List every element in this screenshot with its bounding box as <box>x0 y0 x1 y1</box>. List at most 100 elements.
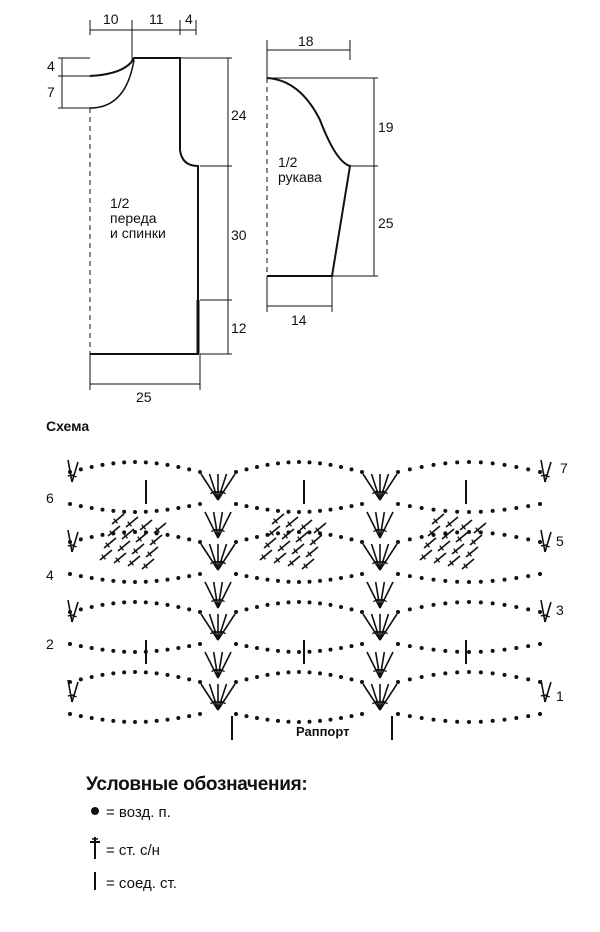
chain-dot <box>234 610 238 614</box>
double-crochet-bar <box>141 524 147 530</box>
double-crochet <box>366 651 381 679</box>
chain-dot <box>455 600 460 605</box>
double-crochet <box>379 543 390 571</box>
double-crochet <box>217 581 232 609</box>
chain-dot <box>176 576 181 580</box>
double-crochet <box>135 531 149 543</box>
double-crochet-bar <box>301 524 307 530</box>
double-crochet <box>469 534 483 546</box>
double-crochet <box>379 511 394 539</box>
chain-dot <box>396 680 400 684</box>
double-crochet <box>145 546 159 558</box>
chain-dot <box>255 535 259 539</box>
double-crochet-bar <box>382 560 388 565</box>
chain-dot <box>187 714 192 719</box>
double-crochet-bar <box>123 533 129 539</box>
double-crochet <box>366 581 381 609</box>
double-crochet-bar <box>129 560 135 566</box>
double-crochet-bar <box>307 551 313 557</box>
chain-dot <box>349 504 354 509</box>
chain-dot <box>154 508 159 513</box>
double-crochet-bar <box>155 527 161 533</box>
double-crochet <box>139 519 153 531</box>
chain-dot <box>502 462 507 467</box>
double-crochet <box>451 543 465 555</box>
chain-dot <box>244 607 249 612</box>
chain-dot <box>234 572 238 576</box>
row-number-2: 2 <box>46 636 54 652</box>
chain-dot <box>396 470 400 474</box>
double-crochet <box>111 513 125 525</box>
double-crochet-bar <box>113 518 119 524</box>
chain-dot <box>276 461 280 466</box>
chain-dot <box>307 670 312 675</box>
chain-dot <box>339 576 343 580</box>
double-crochet-bar <box>220 490 226 495</box>
chain-dot <box>143 579 148 584</box>
chain-dot <box>419 506 424 510</box>
double-crochet-bar <box>543 474 550 478</box>
chain-dot <box>455 530 460 535</box>
chain-dot <box>360 642 364 646</box>
chain-dot <box>318 461 322 466</box>
double-crochet <box>433 552 447 564</box>
row-number-5: 5 <box>556 533 564 549</box>
chain-dot <box>318 601 322 606</box>
chain-dot <box>286 579 291 584</box>
double-crochet-bar <box>433 518 439 524</box>
chain-dot <box>349 644 354 649</box>
chain-dot <box>89 506 94 510</box>
chain-dot <box>187 574 192 579</box>
double-crochet <box>217 543 228 571</box>
double-crochet <box>71 531 79 553</box>
chain-dot <box>165 717 170 722</box>
double-crochet <box>362 613 381 641</box>
double-crochet <box>287 555 301 567</box>
chain-dot <box>339 465 343 469</box>
chain-dot <box>419 675 424 679</box>
double-crochet <box>67 529 73 553</box>
chain-dot <box>122 460 127 465</box>
double-crochet <box>281 528 295 540</box>
chain-dot <box>122 649 127 654</box>
double-crochet <box>427 525 441 537</box>
chain-dot <box>431 462 436 467</box>
chain-dot <box>244 714 249 719</box>
chain-dot <box>407 644 412 649</box>
double-crochet <box>113 552 127 564</box>
double-crochet <box>544 461 552 483</box>
chain-dot <box>318 508 322 513</box>
chart-title: Схема <box>46 418 90 434</box>
chain-dot <box>297 650 301 654</box>
double-crochet-bar <box>109 530 115 536</box>
chain-dot <box>297 510 301 514</box>
chain-dot <box>538 610 542 614</box>
chain-dot <box>514 506 519 510</box>
chain-dot <box>255 465 259 469</box>
chain-dot <box>431 507 436 512</box>
double-crochet-bar <box>127 521 133 527</box>
double-crochet <box>437 540 451 552</box>
double-crochet <box>540 599 546 623</box>
double-crochet <box>212 651 219 679</box>
chain-dot <box>490 718 495 723</box>
double-crochet-bar <box>137 536 143 542</box>
double-crochet <box>379 473 398 501</box>
chain-dot <box>198 572 202 576</box>
chain-dot <box>133 600 137 604</box>
chain-dot <box>360 680 364 684</box>
row-number-1: 1 <box>556 688 564 704</box>
chain-dot <box>467 720 471 724</box>
chain-dot <box>407 537 412 542</box>
double-crochet <box>455 531 469 543</box>
double-crochet <box>131 543 145 555</box>
chain-dot <box>187 607 192 612</box>
double-crochet <box>212 581 219 609</box>
row-number-3: 3 <box>556 602 564 618</box>
chain-dot <box>478 530 483 535</box>
double-crochet-bar <box>261 554 267 560</box>
chain-dot <box>265 672 270 677</box>
double-crochet <box>379 473 390 501</box>
chain-dot <box>133 670 137 674</box>
chain-dot <box>514 716 519 720</box>
